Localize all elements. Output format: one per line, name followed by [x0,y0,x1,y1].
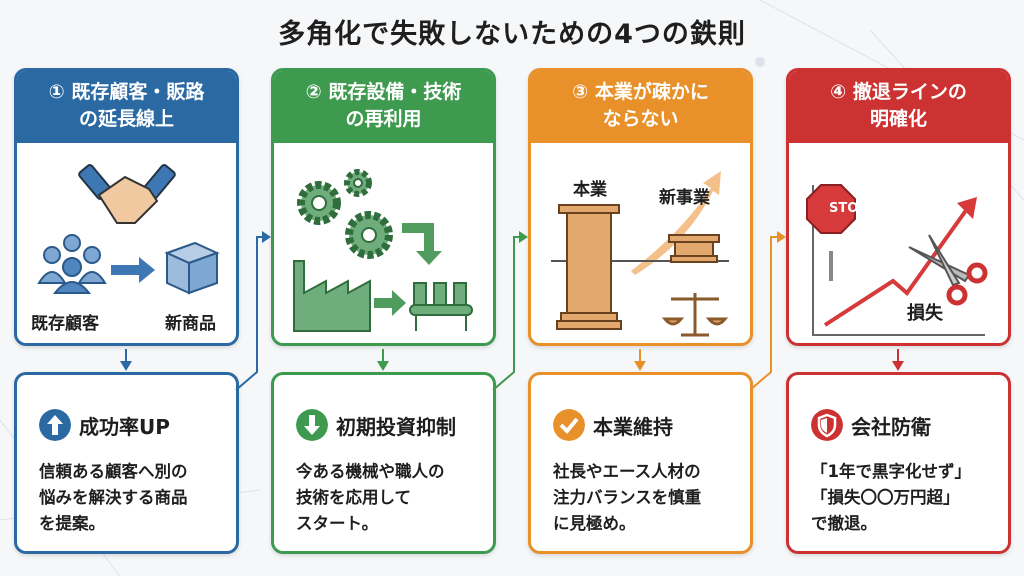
rule-card-3: ③ 本業が疎かにならない 本業 新事業 [528,68,753,346]
result-card-1: 成功率UP 信頼ある顧客へ別の 悩みを解決する商品 を提案。 [14,372,239,554]
heading-line: 明確化 [869,108,927,130]
stop-sign-text: STOP [829,201,868,216]
heading-line: の延長線上 [78,108,174,130]
result-description: 「1年で黒字化せず」 「損失〇〇万円超」 で撤退。 [811,462,971,533]
result-card-2: 初期投資抑制 今ある機械や職人の 技術を応用して スタート。 [271,372,496,554]
down-arrow-icon [296,409,328,441]
result-title: 初期投資抑制 [336,415,456,439]
handshake-icon [78,164,176,224]
result-title: 本業維持 [593,415,673,439]
exit-line-illustration [806,184,988,336]
result-card-4: 会社防衛 「1年で黒字化せず」 「損失〇〇万円超」 で撤退。 [786,372,1011,554]
up-arrow-icon [39,409,71,441]
box-icon [164,241,220,295]
growth-arrow-icon [631,171,721,275]
result-description: 今ある機械や職人の 技術を応用して スタート。 [296,462,445,533]
rule-heading-3: ③ 本業が疎かにならない [531,71,750,143]
heading-line: ③ 本業が疎かに [572,81,709,103]
result-title: 成功率UP [79,415,170,439]
gears-icon [297,169,393,259]
heading-line: ② 既存設備・技術 [305,81,462,103]
result-card-3: 本業維持 社長やエース人材の 注力バランスを慎重 に見極め。 [528,372,753,554]
rule-card-1: ① 既存顧客・販路の延長線上 既存顧客 新商品 [14,68,239,346]
equipment-reuse-illustration [293,169,473,332]
pillars-balance-illustration [551,171,729,337]
existing-customer-label: 既存顧客 [31,314,99,334]
check-icon [553,409,585,441]
page-title: 多角化で失敗しないための4つの鉄則 [278,19,746,50]
conveyor-icon [409,282,473,331]
loss-label: 損失 [907,303,943,324]
rule-heading-1: ① 既存顧客・販路の延長線上 [17,71,236,143]
heading-line: の再利用 [345,108,422,130]
stop-sign-icon [806,184,856,234]
rule-heading-4: ④ 撤退ラインの明確化 [789,71,1008,143]
handshake-customers-illustration [37,164,220,295]
new-pillar-icon [668,234,720,263]
shield-icon [811,409,843,441]
arrow-icon [111,257,155,283]
chart-axes [812,185,985,336]
result-title: 会社防衛 [851,415,931,439]
heading-line: ④ 撤退ラインの [830,81,967,103]
arrow-right-icon [374,290,406,316]
main-pillar-icon [556,204,622,330]
rule-heading-2: ② 既存設備・技術の再利用 [274,71,493,143]
result-description: 信頼ある顧客へ別の 悩みを解決する商品 を提案。 [39,462,188,533]
scissors-icon [908,234,988,306]
result-description: 社長やエース人材の 注力バランスを慎重 に見極め。 [553,462,702,533]
new-business-label: 新事業 [659,188,710,208]
scales-icon [661,293,729,337]
new-product-label: 新商品 [165,314,216,334]
people-group-icon [37,234,107,294]
arrow-down-icon [402,223,442,265]
heading-line: ならない [602,108,679,130]
heading-line: ① 既存顧客・販路 [48,81,205,103]
rule-card-4: ④ 撤退ラインの明確化 STOP 損失 [786,68,1011,346]
factory-icon [293,260,371,332]
rule-card-2: ② 既存設備・技術の再利用 [271,68,496,346]
core-business-label: 本業 [573,180,607,200]
